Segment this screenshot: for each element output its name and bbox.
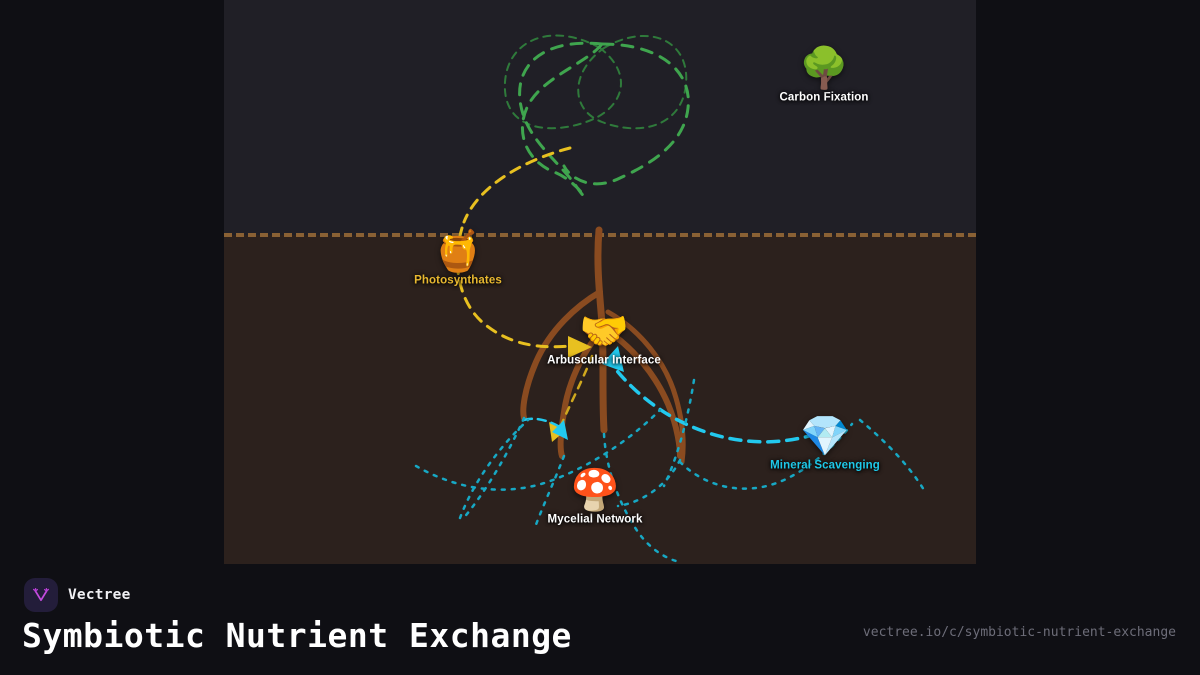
mycelium-strand-8 <box>858 418 926 492</box>
canopy-loop-bold-right <box>562 42 690 186</box>
footer-url: vectree.io/c/symbiotic-nutrient-exchange <box>862 625 1176 640</box>
mineral-arrowhead-lower <box>552 420 568 440</box>
node-arbuscular-interface[interactable]: 🤝 Arbuscular Interface <box>547 310 661 367</box>
mycelium-web-group <box>414 378 926 564</box>
node-label-photosynthates: Photosynthates <box>414 274 502 287</box>
canopy-loop-thin-right <box>577 35 688 130</box>
page-title: Symbiotic Nutrient Exchange <box>22 616 572 655</box>
mineral-flow-path <box>608 360 818 444</box>
mycelium-strand-6 <box>616 458 682 508</box>
honey-pot-icon: 🍯 <box>433 229 483 274</box>
root-branch-right-outer <box>605 309 686 465</box>
mycelium-strand-3 <box>460 416 526 522</box>
photosynthate-arrowhead <box>568 336 592 358</box>
photosynthate-flow-upper <box>462 146 572 224</box>
mycelium-strand-4 <box>532 454 566 532</box>
canopy-loop-group <box>503 34 690 198</box>
mineral-arrowhead <box>602 346 624 372</box>
root-branch-left-lower <box>557 327 605 459</box>
node-mineral-scavenging[interactable]: 💎 Mineral Scavenging <box>770 415 880 472</box>
brand-name: Vectree <box>68 587 131 603</box>
mycelium-strand-2 <box>414 408 662 491</box>
mushroom-icon: 🍄 <box>570 468 620 513</box>
mycelium-strand-7 <box>678 422 854 490</box>
root-branch-left <box>520 289 603 421</box>
gem-icon: 💎 <box>800 414 850 459</box>
node-photosynthates[interactable]: 🍯 Photosynthates <box>414 230 502 287</box>
mycelium-strand-1 <box>458 418 530 520</box>
root-taproot <box>594 226 608 434</box>
canopy-loop-bold <box>518 41 605 198</box>
vectree-tree-logo-icon <box>24 578 58 612</box>
sky-layer <box>224 0 976 235</box>
root-branch-right <box>603 327 683 459</box>
node-label-arbuscular-interface: Arbuscular Interface <box>547 354 661 367</box>
node-label-carbon-fixation: Carbon Fixation <box>779 91 869 104</box>
footer-bar: Vectree Symbiotic Nutrient Exchange <box>0 564 1200 675</box>
diagram-canvas[interactable]: 🌳 Carbon Fixation 🍯 Photosynthates 🤝 Arb… <box>224 0 976 564</box>
photosynthate-flow-lower <box>455 226 572 349</box>
mycelium-strand-9 <box>662 378 696 488</box>
node-label-mycelial-network: Mycelial Network <box>547 513 643 526</box>
tree-icon: 🌳 <box>799 46 849 91</box>
node-label-mineral-scavenging: Mineral Scavenging <box>770 459 880 472</box>
handshake-icon: 🤝 <box>579 309 629 354</box>
brand-row[interactable]: Vectree <box>24 578 131 612</box>
node-carbon-fixation[interactable]: 🌳 Carbon Fixation <box>779 47 868 104</box>
canopy-loop-thin-left <box>503 34 622 130</box>
mycelium-strand-5 <box>602 432 682 564</box>
node-mycelial-network[interactable]: 🍄 Mycelial Network <box>548 469 643 526</box>
diagram-paths <box>414 34 926 564</box>
root-system-group <box>520 226 686 465</box>
